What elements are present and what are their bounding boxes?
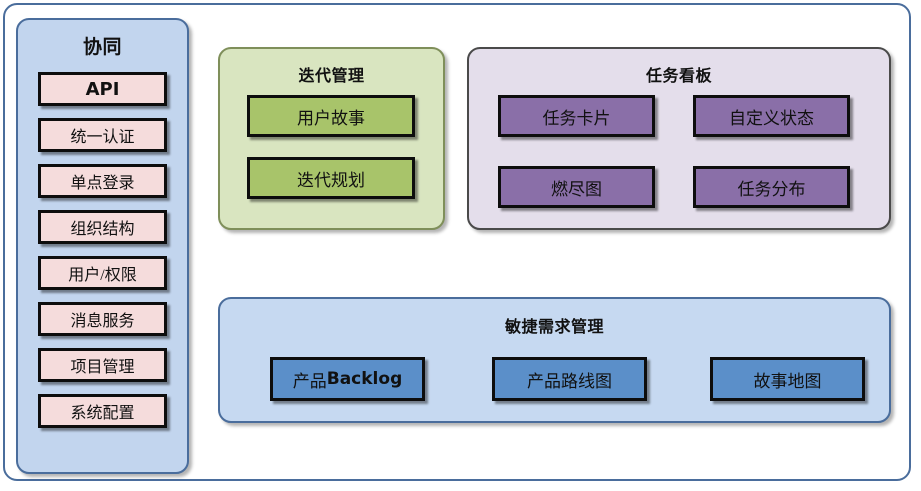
agile-item-product-roadmap[interactable]: 产品路线图 — [492, 357, 647, 401]
taskboard-item-task-card[interactable]: 任务卡片 — [498, 95, 655, 137]
sidebar-item-user-perms[interactable]: 用户/权限 — [38, 256, 167, 290]
agile-item-product-backlog-prefix: 产品 — [292, 371, 327, 391]
taskboard-item-burndown[interactable]: 燃尽图 — [498, 166, 655, 208]
panel-task-board-title: 任务看板 — [645, 66, 712, 85]
taskboard-item-task-dist[interactable]: 任务分布 — [693, 166, 850, 208]
sidebar-item-unified-auth[interactable]: 统一认证 — [38, 118, 167, 152]
sidebar-item-project-mgmt[interactable]: 项目管理 — [38, 348, 167, 382]
panel-iteration-management-title: 迭代管理 — [298, 66, 365, 85]
agile-item-product-backlog-suffix: Backlog — [326, 369, 403, 389]
agile-item-story-map[interactable]: 故事地图 — [710, 357, 865, 401]
sidebar-item-sys-config[interactable]: 系统配置 — [38, 394, 167, 428]
panel-iteration-management[interactable]: 迭代管理 用户故事 迭代规划 — [218, 47, 445, 230]
sidebar-item-sso[interactable]: 单点登录 — [38, 164, 167, 198]
sidebar-item-message-svc[interactable]: 消息服务 — [38, 302, 167, 336]
panel-collaboration-title: 协同 — [82, 36, 122, 58]
iteration-item-user-story[interactable]: 用户故事 — [247, 95, 415, 137]
panel-agile-requirements-title: 敏捷需求管理 — [504, 317, 604, 336]
sidebar-item-org-structure[interactable]: 组织结构 — [38, 210, 167, 244]
iteration-item-iteration-plan[interactable]: 迭代规划 — [247, 157, 415, 199]
sidebar-item-api[interactable]: API — [38, 72, 167, 106]
panel-collaboration[interactable]: 协同 API 统一认证 单点登录 组织结构 用户/权限 消息服务 项目管理 系统… — [16, 18, 189, 474]
taskboard-item-custom-status[interactable]: 自定义状态 — [693, 95, 850, 137]
panel-task-board[interactable]: 任务看板 任务卡片 自定义状态 燃尽图 任务分布 — [467, 47, 891, 230]
